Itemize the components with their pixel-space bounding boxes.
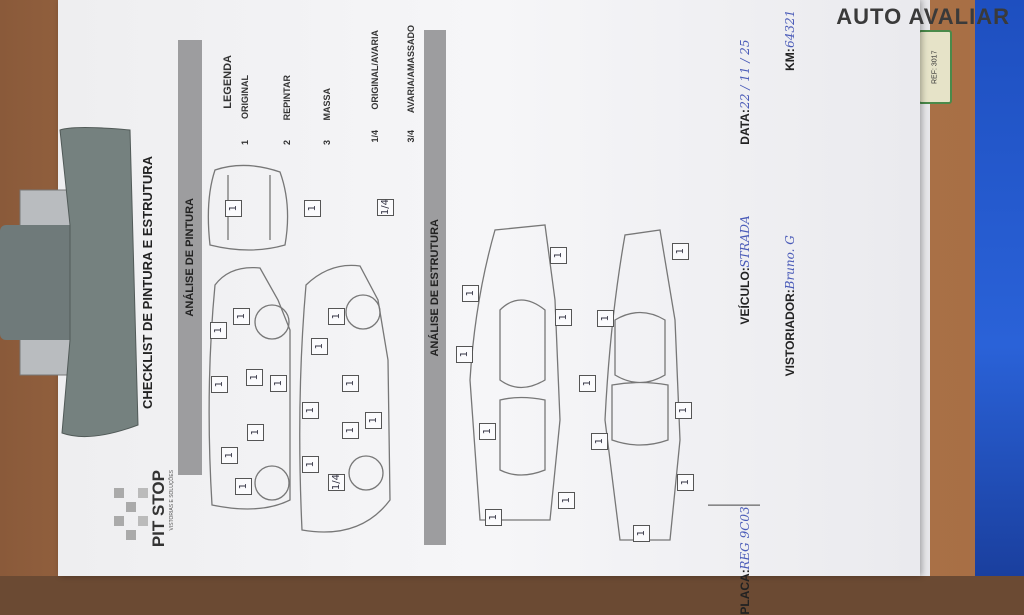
mark-box[interactable]: 1 [235, 478, 252, 495]
mark-box[interactable]: 1 [246, 369, 263, 386]
mark-box[interactable]: 1 [342, 422, 359, 439]
clipboard-clip [0, 127, 139, 438]
mark-box[interactable]: 1 [677, 474, 694, 491]
mark-box[interactable]: 1 [270, 375, 287, 392]
auto-avaliar-watermark: AUTO AVALIAR [836, 4, 1010, 30]
mark-box[interactable]: 1/4 [328, 474, 345, 491]
data-field: DATA:22 / 11 / 25 [738, 40, 752, 145]
vehicle-diagrams [207, 164, 681, 541]
mark-box[interactable]: 1 [633, 525, 650, 542]
km-field: KM:64321 [783, 10, 797, 71]
km-value[interactable]: 64321 [783, 10, 797, 49]
data-value[interactable]: 22 / 11 / 25 [738, 40, 752, 110]
mark-box[interactable]: 1 [597, 310, 614, 327]
mark-box[interactable]: 1 [462, 285, 479, 302]
car-side-left [208, 266, 291, 510]
placa-value[interactable]: REG 9C03 [708, 505, 760, 570]
mark-box[interactable]: 1 [675, 402, 692, 419]
placa-field: PLACA:REG 9C03 [708, 505, 760, 615]
mark-box[interactable]: 1/4 [377, 199, 394, 216]
mark-box[interactable]: 1 [555, 309, 572, 326]
mark-box[interactable]: 1 [311, 338, 328, 355]
vistoriador-label: VISTORIADOR: [783, 289, 797, 377]
mark-box[interactable]: 1 [558, 492, 575, 509]
section-bar-structure: ANÁLISE DE ESTRUTURA [424, 30, 446, 545]
mark-box[interactable]: 1 [579, 375, 596, 392]
vistoriador-field: VISTORIADOR:Bruno. G [783, 235, 797, 376]
structure-frame-a [469, 224, 561, 521]
blue-fabric [975, 0, 1024, 576]
mark-box[interactable]: 1 [342, 375, 359, 392]
mark-box[interactable]: 1 [225, 200, 242, 217]
mark-box[interactable]: 1 [221, 447, 238, 464]
mark-box[interactable]: 1 [247, 424, 264, 441]
mark-box[interactable]: 1 [302, 402, 319, 419]
mark-box[interactable]: 1 [328, 308, 345, 325]
car-side-right [299, 264, 391, 533]
checkered-flag-icon [114, 488, 148, 540]
mark-box[interactable]: 1 [591, 433, 608, 450]
structure-frame-b [604, 229, 681, 541]
mark-box[interactable]: 1 [304, 200, 321, 217]
mark-box[interactable]: 1 [672, 243, 689, 260]
mark-box[interactable]: 1 [211, 376, 228, 393]
watermark-text: AUTO AVALIAR [836, 4, 1010, 29]
km-label: KM: [783, 48, 797, 71]
section-bar-paint: ANÁLISE DE PINTURA [178, 40, 202, 475]
data-label: DATA: [738, 109, 752, 145]
mark-box[interactable]: 1 [550, 247, 567, 264]
vistoriador-value[interactable]: Bruno. G [783, 235, 797, 290]
car-top-view [207, 164, 289, 251]
mark-box[interactable]: 1 [302, 456, 319, 473]
mark-box[interactable]: 1 [456, 346, 473, 363]
mark-box[interactable]: 1 [233, 308, 250, 325]
pit-stop-logo: PIT STOP VISTORIAS E SOLUÇÕES [112, 470, 182, 550]
mark-box[interactable]: 1 [210, 322, 227, 339]
placa-label: PLACA: [738, 569, 752, 615]
mark-box[interactable]: 1 [365, 412, 382, 429]
mark-box[interactable]: 1 [485, 509, 502, 526]
mark-box[interactable]: 1 [479, 423, 496, 440]
